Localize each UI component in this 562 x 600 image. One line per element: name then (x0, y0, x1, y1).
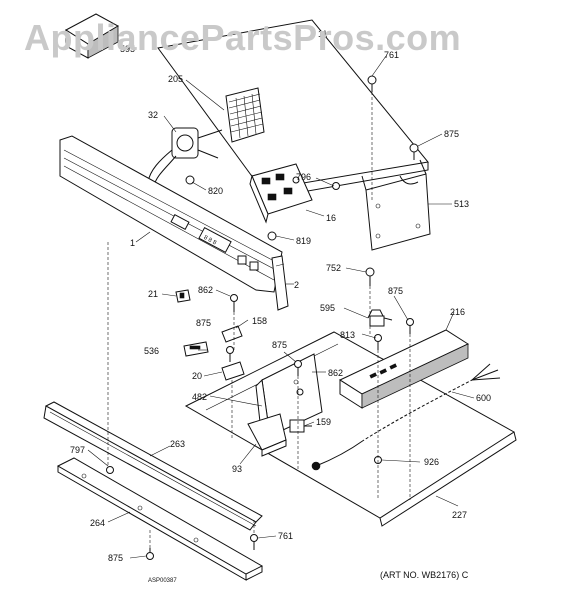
label-875-b: 875 (388, 286, 403, 296)
label-875-e: 875 (108, 553, 123, 563)
label-216: 216 (450, 307, 465, 317)
label-158: 158 (252, 316, 267, 326)
label-813: 813 (340, 330, 355, 340)
label-21: 21 (148, 289, 158, 299)
label-263: 263 (170, 439, 185, 449)
label-796: 796 (296, 172, 311, 182)
label-875-d: 875 (272, 340, 287, 350)
label-797: 797 (70, 445, 85, 455)
label-159: 159 (316, 417, 331, 427)
clip-536 (183, 341, 209, 357)
vent-grille (225, 87, 265, 143)
label-513: 513 (454, 199, 469, 209)
label-926: 926 (424, 457, 439, 467)
label-264: 264 (90, 518, 105, 528)
switch-159 (289, 419, 312, 433)
clip-20 (221, 361, 245, 381)
label-2: 2 (294, 280, 299, 290)
terminal-cover-part (65, 13, 120, 59)
bottom-trim-264 (56, 457, 264, 581)
wire-harness (311, 363, 501, 471)
label-536: 536 (144, 346, 159, 356)
art-number: (ART NO. WB2176) C (380, 570, 469, 580)
label-93: 93 (232, 464, 242, 474)
label-761-top: 761 (384, 50, 399, 60)
label-227: 227 (452, 510, 467, 520)
knob-21 (175, 289, 191, 303)
label-205: 205 (168, 74, 183, 84)
callout-labels: 11 595 761 205 32 875 820 796 16 513 1 8… (70, 29, 491, 563)
label-875-a: 875 (444, 129, 459, 139)
label-820: 820 (208, 186, 223, 196)
base-pan (184, 331, 517, 527)
label-595-mid: 595 (320, 303, 335, 313)
back-panel (361, 159, 431, 251)
label-600: 600 (476, 393, 491, 403)
label-875-c: 875 (196, 318, 211, 328)
watermark: AppliancePartsPros.com (24, 17, 461, 58)
label-862-a: 862 (198, 285, 213, 295)
label-20: 20 (192, 371, 202, 381)
label-595-top: 595 (120, 44, 135, 54)
clip-158 (221, 325, 243, 343)
label-11: 11 (318, 29, 327, 39)
label-482: 482 (192, 392, 207, 402)
label-761-bot: 761 (278, 531, 293, 541)
screws (106, 75, 419, 560)
label-752: 752 (326, 263, 341, 273)
svg-text:8 8 8: 8 8 8 (202, 235, 217, 247)
label-32: 32 (148, 110, 158, 120)
alignment-lines (107, 92, 411, 548)
front-trim-263 (43, 401, 263, 531)
bracket-2 (271, 255, 289, 311)
leader-lines (87, 55, 475, 559)
front-control-panel: 8 8 8 (59, 135, 283, 293)
label-862-b: 862 (328, 368, 343, 378)
channel-216 (338, 329, 470, 409)
relay-board (249, 163, 313, 224)
label-16: 16 (326, 213, 336, 223)
bracket-93 (247, 413, 287, 457)
label-819: 819 (296, 236, 311, 246)
clip-595 (367, 309, 393, 327)
fan-motor-assembly (147, 127, 223, 187)
art-code: ASP00387 (148, 578, 177, 584)
label-1: 1 (130, 238, 135, 248)
